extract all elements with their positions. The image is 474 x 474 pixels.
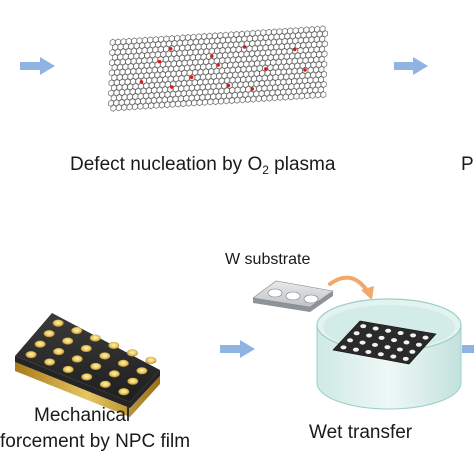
floating-film-hole <box>347 338 354 343</box>
npc-hole <box>108 341 120 350</box>
floating-film-hole <box>359 340 366 345</box>
defect-site <box>189 75 194 80</box>
flow-arrow-top-left <box>20 57 55 75</box>
curved-arrow-icon <box>328 275 374 300</box>
npc-hole <box>89 334 101 342</box>
floating-film-hole <box>360 324 367 329</box>
graphene-sheet <box>107 25 329 112</box>
floating-film-hole <box>422 335 429 340</box>
water-dish <box>316 298 462 410</box>
substrate-hole <box>303 294 319 304</box>
floating-film-hole <box>396 347 403 352</box>
defect-sites <box>139 45 307 91</box>
floating-film-hole <box>385 328 392 333</box>
w-substrate-side <box>253 291 333 312</box>
flow-arrow-bottom-middle <box>220 340 255 358</box>
npc-hole <box>25 351 37 359</box>
defect-site <box>226 83 231 88</box>
npc-hole <box>34 340 46 348</box>
npc-hole <box>145 356 157 364</box>
floating-film-hole <box>365 349 372 354</box>
w-substrate-plate <box>252 280 334 312</box>
floating-film-hole <box>402 356 409 361</box>
floating-film-hole <box>397 331 404 336</box>
flow-arrow-bottom-right-partial <box>462 345 474 353</box>
floating-film-hole <box>403 340 410 345</box>
floating-film-hole <box>372 326 379 331</box>
npc-hole <box>81 373 93 381</box>
npc-hole <box>90 362 102 371</box>
floating-film-hole <box>352 347 359 352</box>
defect-site <box>264 67 268 71</box>
substrate-hole <box>267 288 283 298</box>
graphene-lattice <box>107 25 329 112</box>
floating-film-hole <box>340 345 347 350</box>
npc-hole <box>52 319 64 327</box>
npc-hole <box>108 370 120 378</box>
npc-hole <box>62 337 74 345</box>
npc-hole <box>71 355 83 363</box>
npc-hole <box>53 348 65 356</box>
floating-film-hole <box>384 345 391 350</box>
npc-hole <box>118 388 130 396</box>
defect-site <box>216 63 220 67</box>
floating-film-hole <box>353 331 360 336</box>
floating-film-hole <box>377 352 384 357</box>
defect-site <box>210 54 214 58</box>
defect-site <box>139 80 144 84</box>
npc-hole <box>136 367 148 375</box>
npc-hole-array <box>25 319 157 396</box>
npc-hole <box>127 377 139 385</box>
npc-hole <box>80 344 92 353</box>
wet-transfer-label: Wet transfer <box>309 422 413 443</box>
floating-film-hole <box>410 333 417 338</box>
defect-site <box>292 47 297 52</box>
defect-site <box>157 59 162 64</box>
defect-site <box>168 47 173 51</box>
floating-film <box>332 320 437 365</box>
npc-hole <box>126 349 138 357</box>
graphene-hexagons <box>107 25 329 112</box>
npc-hole <box>99 380 111 388</box>
floating-film-hole <box>415 342 422 347</box>
next-step-label-partial: P <box>461 154 474 175</box>
defect-nucleation-label: Defect nucleation by O2 plasma <box>70 154 336 177</box>
floating-film-hole <box>391 338 398 343</box>
npc-hole <box>71 327 83 335</box>
floating-film-hole <box>409 349 416 354</box>
npc-hole <box>43 330 55 338</box>
npc-hole <box>44 358 56 366</box>
npc-hole <box>99 352 111 360</box>
mechanical-label-line2: forcement by NPC film <box>0 431 190 452</box>
defect-site <box>169 85 174 89</box>
floating-film-hole <box>366 333 373 338</box>
floating-film-hole <box>378 335 385 340</box>
mechanical-label-line1: Mechanical <box>34 405 130 426</box>
substrate-hole <box>285 291 301 301</box>
flow-arrow-top-right <box>394 57 428 75</box>
defect-site <box>250 87 255 91</box>
npc-hole <box>62 365 74 374</box>
defect-site <box>303 68 307 72</box>
defect-site <box>242 45 247 49</box>
floating-film-holes <box>340 324 429 361</box>
w-substrate-label: W substrate <box>225 251 310 268</box>
npc-hole <box>117 359 129 367</box>
floating-film-hole <box>390 354 397 359</box>
floating-film-hole <box>371 342 378 347</box>
npc-film-stack <box>15 313 160 417</box>
